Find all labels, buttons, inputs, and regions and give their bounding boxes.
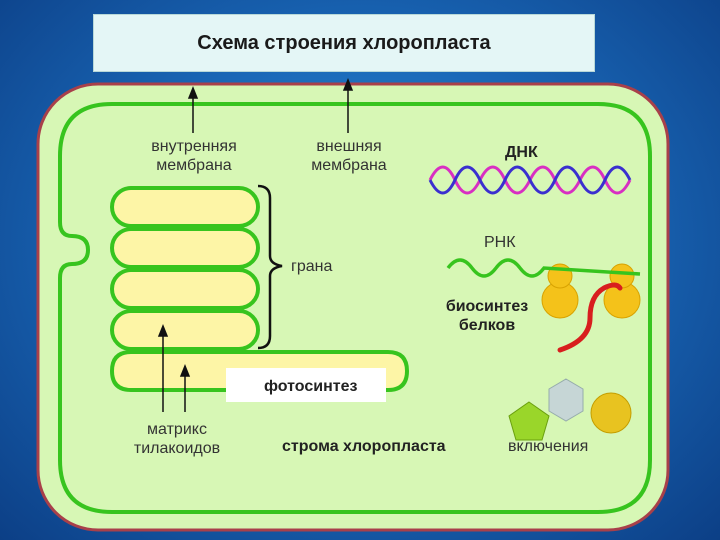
thylakoid-disc — [110, 186, 260, 228]
dna-strand-2 — [428, 165, 632, 195]
thylakoid-disc — [110, 268, 260, 310]
inclusion-circle — [590, 392, 632, 434]
stroma-label: строма хлоропласта — [282, 438, 446, 455]
page-title: Схема строения хлоропласта — [93, 14, 595, 72]
photosynthesis-label: фотосинтез — [264, 378, 358, 395]
rna-label: РНК — [484, 234, 516, 251]
photosynthesis-box — [226, 368, 386, 402]
inclusion-hexagon — [548, 378, 584, 422]
inner-membrane — [58, 102, 652, 514]
pointer-arrows — [157, 77, 354, 412]
rna-strand — [446, 258, 641, 278]
inclusion-pentagon — [508, 401, 550, 441]
dna-label: ДНК — [505, 144, 538, 161]
thylakoid-disc — [110, 309, 260, 351]
inclusions-label: включения — [508, 438, 589, 455]
thylakoid-disc — [110, 227, 260, 269]
granum-bracket — [257, 184, 283, 350]
protein-chain — [557, 282, 623, 353]
ribosome — [603, 263, 641, 319]
granum-label: грана — [291, 258, 333, 275]
